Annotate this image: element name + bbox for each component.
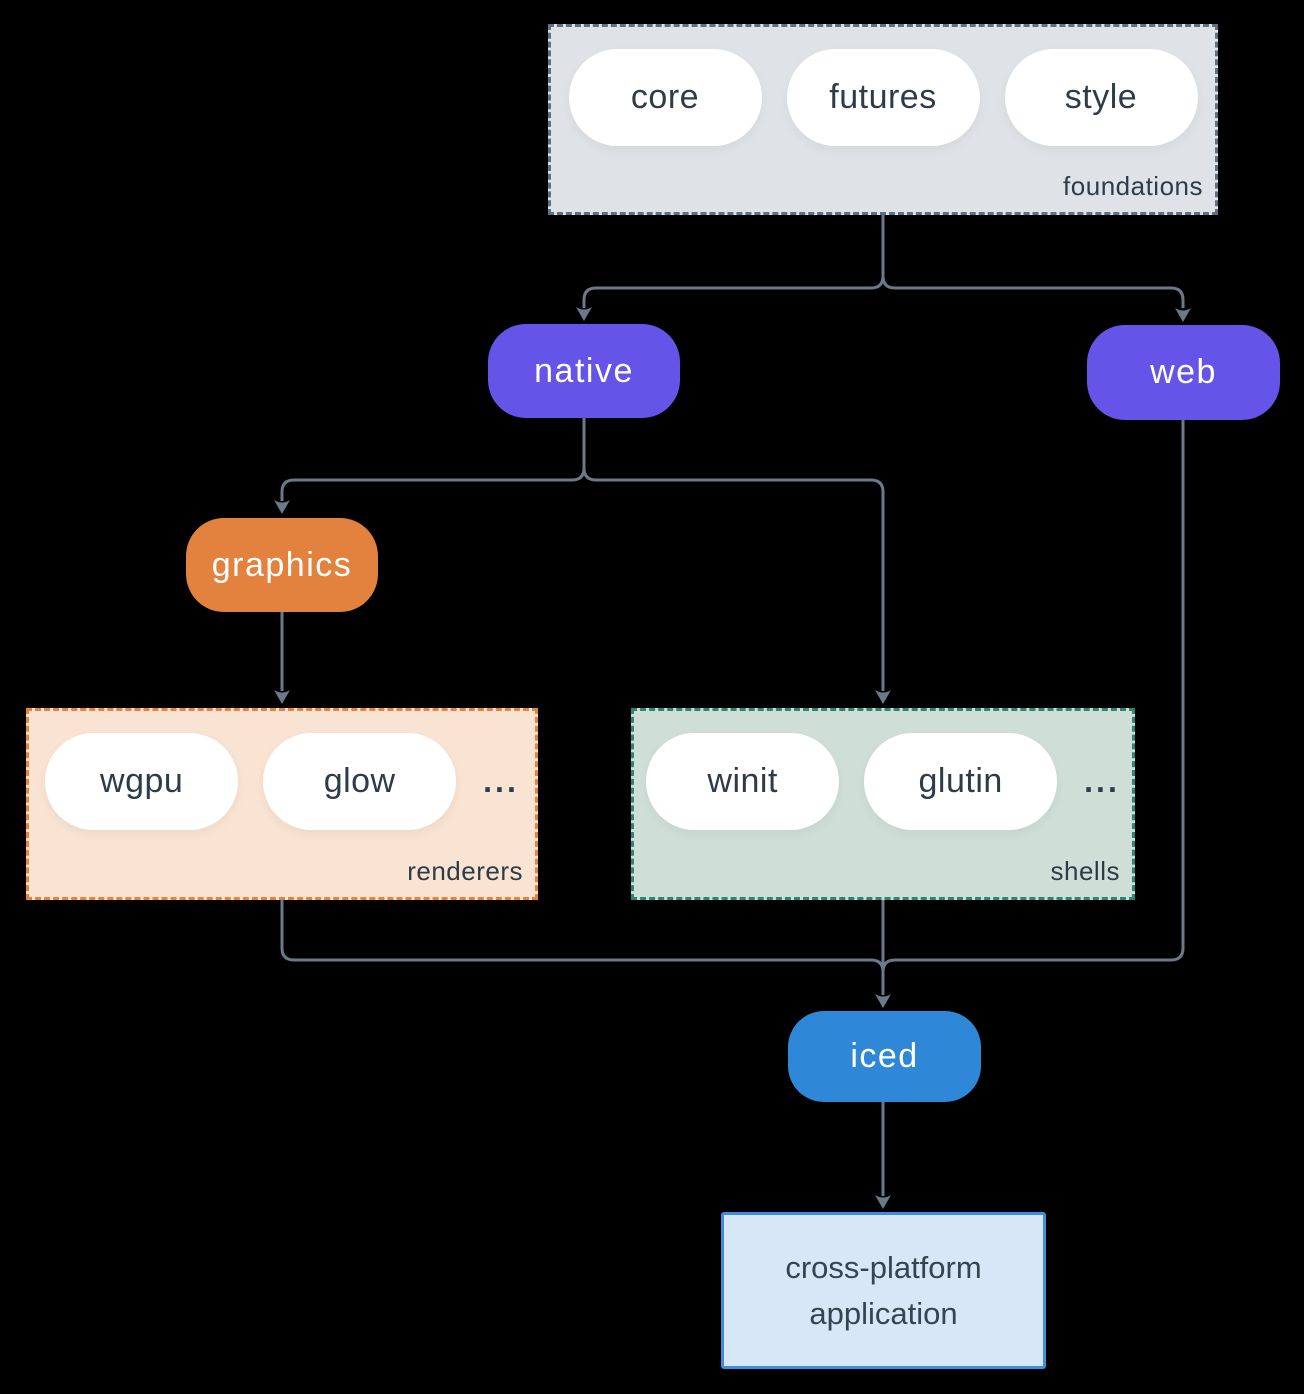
- node-core: core: [568, 49, 762, 146]
- group-label-renderers: renderers: [407, 856, 523, 886]
- edge-foundations-native: [582, 215, 885, 308]
- edge-native-graphics: [280, 418, 586, 501]
- node-iced: iced: [788, 1011, 981, 1102]
- group-label-foundations: foundations: [1063, 171, 1203, 201]
- renderers-ellipsis: ...: [483, 763, 519, 799]
- group-foundations: core futures style foundations: [548, 24, 1218, 215]
- node-futures: futures: [786, 49, 980, 146]
- group-label-shells: shells: [1050, 856, 1120, 886]
- node-style: style: [1004, 49, 1198, 146]
- edge-native-shells: [582, 418, 885, 691]
- node-graphics: graphics: [186, 518, 378, 612]
- node-web: web: [1087, 325, 1280, 420]
- shells-pill-row: winit glutin ...: [634, 733, 1132, 830]
- arrowhead-shells: [875, 690, 891, 704]
- node-glutin: glutin: [864, 733, 1058, 830]
- node-winit: winit: [646, 733, 840, 830]
- edge-renderers-iced: [280, 900, 885, 995]
- arrowhead-native: [576, 307, 592, 321]
- arrowhead-renderers: [274, 690, 290, 704]
- app-label-line1: cross-platform: [785, 1249, 982, 1285]
- shells-ellipsis: ...: [1084, 763, 1120, 799]
- group-shells: winit glutin ... shells: [631, 708, 1135, 900]
- renderers-pill-row: wgpu glow ...: [29, 733, 535, 830]
- app-label-line2: application: [809, 1295, 958, 1331]
- node-native: native: [488, 324, 680, 418]
- node-glow: glow: [263, 733, 457, 830]
- arrowhead-iced: [875, 994, 891, 1008]
- arrowhead-web: [1175, 308, 1191, 322]
- node-wgpu: wgpu: [45, 733, 239, 830]
- arrowhead-graphics: [274, 500, 290, 514]
- foundations-pill-row: core futures style: [551, 49, 1215, 146]
- edge-web-iced: [881, 420, 1185, 995]
- group-renderers: wgpu glow ... renderers: [26, 708, 538, 900]
- node-cross-platform-application: cross-platform application: [721, 1212, 1046, 1369]
- edge-foundations-web: [881, 215, 1185, 308]
- arrowhead-application: [875, 1195, 891, 1209]
